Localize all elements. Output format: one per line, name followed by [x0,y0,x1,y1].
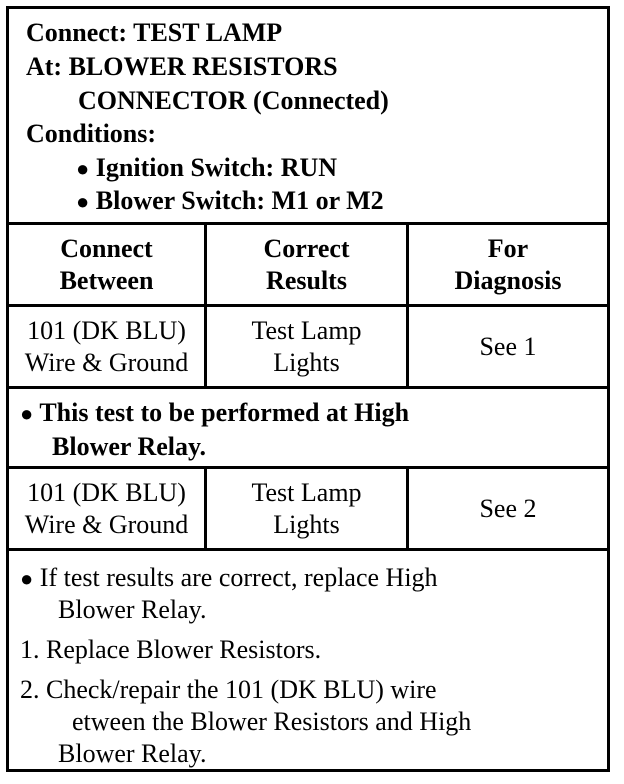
condition-text: Ignition Switch: RUN [95,153,338,182]
footer-step-2-line1: 2. Check/repair the 101 (DK BLU) wire [20,675,437,704]
footer-bullet-text: If test results are correct, replace Hig… [39,563,438,592]
row1-connect-between: 101 (DK BLU) Wire & Ground [9,307,204,386]
cell-line: Lights [273,509,340,539]
column-header-for-diagnosis: For Diagnosis [409,225,607,304]
row1-correct-results: Test Lamp Lights [207,307,406,386]
col-divider-2-row1 [406,304,409,389]
col-divider-2-head [406,222,409,307]
connect-label: Connect: TEST LAMP [26,18,283,47]
cell-line: See 1 [479,331,537,361]
cell-line: Wire & Ground [24,509,189,539]
footer-step-2-line3: Blower Relay. [58,739,207,768]
bullet-icon: ● [20,566,34,591]
condition-item-ignition: ● Ignition Switch: RUN [76,151,337,185]
footer-step-2-line2: etween the Blower Resistors and High [72,707,472,736]
bullet-icon: ● [76,189,90,214]
cell-line: Wire & Ground [24,347,189,377]
column-header-line: Results [266,265,347,295]
divider-header [6,222,610,225]
row1-for-diagnosis: See 1 [409,307,607,386]
divider-row2 [6,548,610,551]
row2-connect-between: 101 (DK BLU) Wire & Ground [9,469,204,548]
column-header-correct-results: Correct Results [207,225,406,304]
col-divider-2-row2 [406,466,409,551]
at-label-line2: CONNECTOR (Connected) [78,86,389,115]
column-header-line: Between [59,265,154,295]
bullet-icon: ● [76,156,90,181]
footer-step-1: 1. Replace Blower Resistors. [20,635,322,664]
col-divider-1-row2 [204,466,207,551]
condition-item-blower: ● Blower Switch: M1 or M2 [76,184,384,218]
cell-line: 101 (DK BLU) [27,477,186,507]
column-header-line: Correct [263,233,350,263]
bullet-icon: ● [20,401,34,426]
column-header-line: Connect [60,233,153,263]
row2-correct-results: Test Lamp Lights [207,469,406,548]
cell-line: Lights [273,347,340,377]
row2-for-diagnosis: See 2 [409,469,607,548]
column-header-connect-between: Connect Between [9,225,204,304]
condition-text: Blower Switch: M1 or M2 [95,186,384,215]
cell-line: 101 (DK BLU) [27,315,186,345]
note-line1: ● This test to be performed at High [20,396,409,430]
column-header-line: Diagnosis [454,265,562,295]
cell-line: Test Lamp [251,477,362,507]
note-text: This test to be performed at High [39,398,410,427]
col-divider-1-row1 [204,304,207,389]
note-line2: Blower Relay. [52,432,207,461]
divider-column-headers [6,304,610,307]
column-header-line: For [487,233,529,263]
col-divider-1-head [204,222,207,307]
divider-row1 [6,386,610,389]
footer-bullet-line2: Blower Relay. [58,595,207,624]
conditions-label: Conditions: [26,119,157,148]
cell-line: See 2 [479,493,537,523]
divider-note [6,466,610,469]
at-label-line1: At: BLOWER RESISTORS [26,52,338,81]
footer-bullet-line1: ● If test results are correct, replace H… [20,561,438,595]
cell-line: Test Lamp [251,315,362,345]
diagnostic-chart-frame [6,6,610,772]
